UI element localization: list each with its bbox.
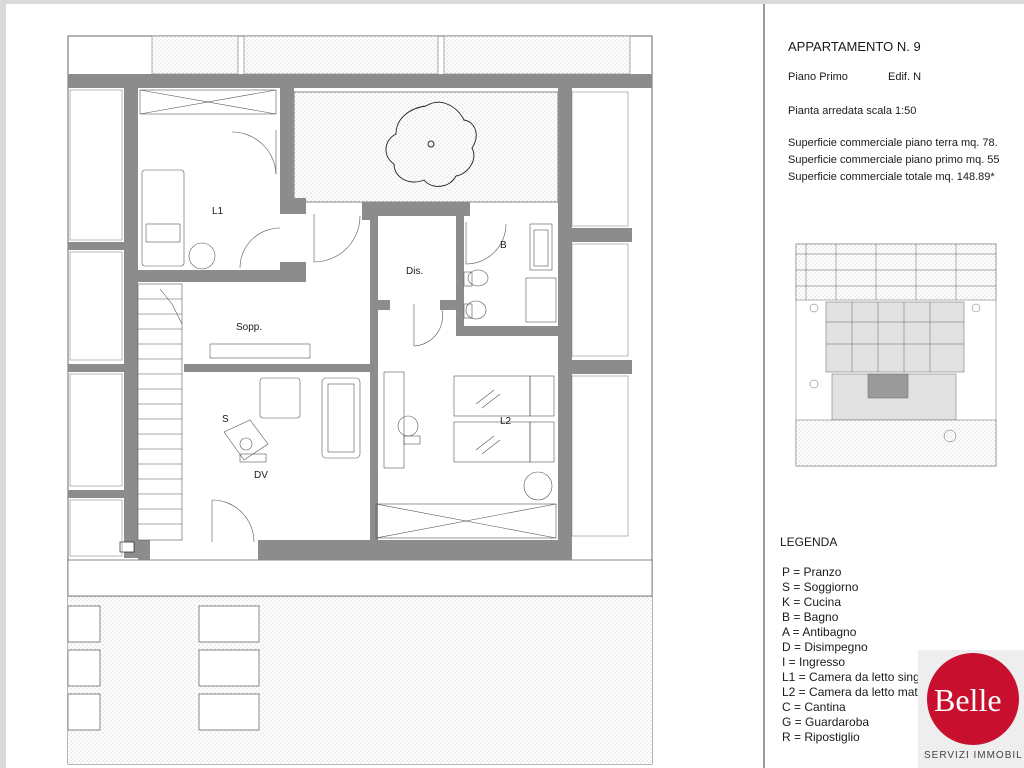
key-plan [795, 243, 997, 467]
logo-circle [927, 653, 1019, 745]
flue [119, 541, 135, 553]
legend-item: D = Disimpegno [782, 640, 868, 654]
sheet-divider [763, 4, 765, 768]
garden-top-middle [243, 35, 439, 75]
wardrobe [139, 89, 277, 115]
garden-bottom [68, 596, 652, 764]
walls [68, 74, 652, 560]
area-ground-floor: Superficie commerciale piano terra mq. 7… [788, 137, 998, 149]
legend-item: S = Soggiorno [782, 580, 859, 594]
staircase [137, 283, 183, 541]
apartment-title: APPARTAMENTO N. 9 [788, 39, 921, 54]
legend-item: K = Cucina [782, 595, 842, 609]
paving-slab [67, 693, 101, 731]
paving-slab [198, 605, 260, 643]
room-label-s: S [222, 414, 229, 425]
logo-tagline: SERVIZI IMMOBIL [924, 750, 1023, 761]
paving-slab [67, 649, 101, 687]
scale-label: Pianta arredata scala 1:50 [788, 105, 917, 117]
room-label-b: B [500, 240, 507, 251]
area-total: Superficie commerciale totale mq. 148.89… [788, 171, 995, 183]
area-first-floor: Superficie commerciale piano primo mq. 5… [788, 154, 1000, 166]
legend-item: L1 = Camera da letto sing [782, 670, 920, 684]
room-label-l1: L1 [212, 206, 224, 217]
paving-slab [198, 649, 260, 687]
single-bed [141, 169, 216, 270]
legend-item: R = Ripostiglio [782, 730, 860, 744]
garden-top-right [443, 35, 631, 75]
agency-logo[interactable]: Belle SERVIZI IMMOBIL [918, 650, 1024, 768]
garden-top-left [151, 35, 239, 75]
courtyard [293, 91, 559, 203]
logo-name: Belle [934, 682, 1002, 718]
double-bed [375, 375, 557, 539]
room-label-sopp: Sopp. [236, 322, 263, 333]
legend-item: C = Cantina [782, 700, 846, 714]
floor-label: Piano Primo [788, 71, 848, 83]
drawing-sheet: APPARTAMENTO N. 9 Piano Primo Edif. N Pi… [6, 4, 1024, 768]
balcony [67, 559, 653, 597]
room-label-dv: DV [254, 470, 268, 481]
bathroom-fixtures [463, 223, 557, 323]
building-label: Edif. N [888, 71, 922, 83]
living-furniture [209, 343, 421, 469]
legend-item: I = Ingresso [782, 655, 846, 669]
legend-title: LEGENDA [780, 535, 838, 549]
doors [211, 130, 507, 543]
neighbour-units [69, 89, 629, 557]
legend-item: G = Guardaroba [782, 715, 870, 729]
paving-slab [198, 693, 260, 731]
paving-slab [67, 605, 101, 643]
room-label-dis: Dis. [406, 266, 424, 277]
legend-item: B = Bagno [782, 610, 839, 624]
floor-plan [67, 35, 997, 765]
room-label-l2: L2 [500, 416, 512, 427]
legend-item: A = Antibagno [782, 625, 857, 639]
tree [385, 101, 477, 187]
legend-item: P = Pranzo [782, 565, 842, 579]
legend-item: L2 = Camera da letto mat [782, 685, 918, 699]
